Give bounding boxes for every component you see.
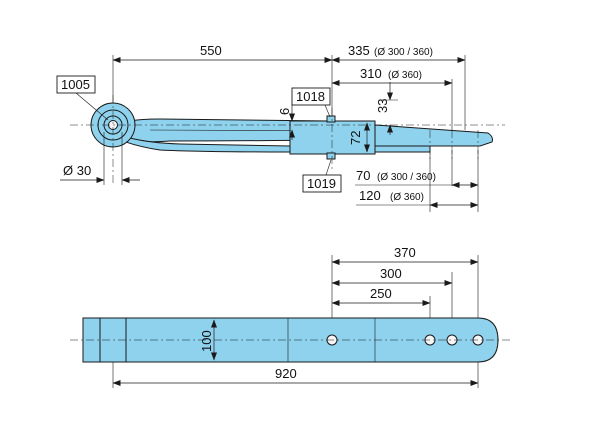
dim-label-120: 120 (359, 188, 381, 203)
dim-label-300: 300 (380, 266, 402, 281)
plan-view: 370 300 250 100 920 (70, 245, 510, 388)
dim-label-310: 310 (360, 66, 382, 81)
dim-label-70: 70 (356, 168, 370, 183)
clamp-block (289, 120, 376, 155)
dim-note-310: (Ø 360) (388, 70, 422, 81)
callout-1018: 1018 (296, 89, 325, 104)
dim-label-920: 920 (275, 366, 297, 381)
dim-label-33: 33 (375, 99, 390, 113)
callout-leader (324, 104, 331, 118)
callout-leader (325, 159, 332, 176)
side-view: 550 335 (Ø 300 / 360) 310 (Ø 360) 6 33 7… (56, 43, 505, 212)
dim-label-6: 6 (277, 108, 292, 115)
dim-label-100: 100 (199, 330, 214, 352)
leaf-tip (374, 124, 493, 147)
dim-label-250: 250 (370, 286, 392, 301)
bolt-head-bottom (326, 152, 336, 160)
callout-1019: 1019 (307, 176, 336, 191)
leaf-end (374, 145, 431, 153)
callout-box-1018 (291, 87, 331, 106)
dim-note-120: (Ø 360) (390, 192, 424, 203)
dim-label-dia30: Ø 30 (63, 163, 91, 178)
callout-box-1019 (302, 174, 342, 193)
dim-note-70: (Ø 300 / 360) (377, 172, 436, 183)
bolt-head-top (326, 115, 336, 123)
callout-1005: 1005 (61, 77, 90, 92)
dim-label-370: 370 (394, 245, 416, 260)
dim-note-335: (Ø 300 / 360) (374, 47, 433, 58)
dim-label-550: 550 (200, 43, 222, 58)
dim-label-335: 335 (348, 43, 370, 58)
callout-leader (75, 92, 109, 121)
dim-label-72: 72 (348, 131, 363, 145)
